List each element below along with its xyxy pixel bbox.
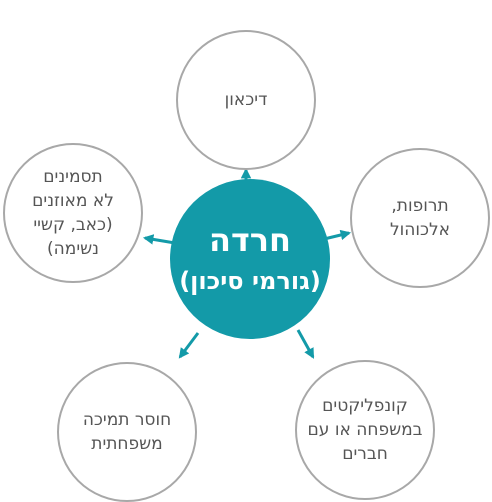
factor-lack-of-family-support-node: חוסר תמיכה משפחתית: [57, 362, 197, 502]
central-anxiety-node: חרדה (גורמי סיכון): [170, 179, 330, 339]
factor-depression-label: דיכאון: [224, 90, 268, 110]
arrow-to-bottom-left: [178, 332, 200, 359]
factor-line: חוסר תמיכה: [82, 410, 172, 430]
factor-line: (כאב, קשיי: [33, 215, 113, 235]
factor-line: משפחתית: [91, 434, 163, 454]
factor-depression-node: דיכאון: [176, 30, 316, 170]
factor-line: נשימה): [47, 239, 99, 259]
factor-line: חברים: [342, 444, 388, 464]
factor-line: לא מאוזנים: [32, 191, 114, 211]
factor-conflicts-node: קונפליקטים במשפחה או עם חברים: [295, 360, 435, 500]
factor-unbalanced-symptoms-node: תסמינים לא מאוזנים (כאב, קשיי נשימה): [3, 143, 143, 283]
central-title: חרדה: [208, 221, 292, 259]
factor-line: תרופות,: [391, 196, 449, 216]
central-subtitle: (גורמי סיכון): [179, 267, 321, 295]
factor-line: במשפחה או עם: [307, 420, 423, 440]
arrow-to-bottom-right: [296, 329, 315, 359]
factor-line: תסמינים: [43, 167, 103, 187]
factor-medications-alcohol-node: תרופות, אלכוהול: [350, 148, 490, 288]
arrow-to-left: [142, 234, 176, 245]
factor-line: קונפליקטים: [322, 396, 408, 416]
factor-line: אלכוהול: [389, 220, 451, 240]
